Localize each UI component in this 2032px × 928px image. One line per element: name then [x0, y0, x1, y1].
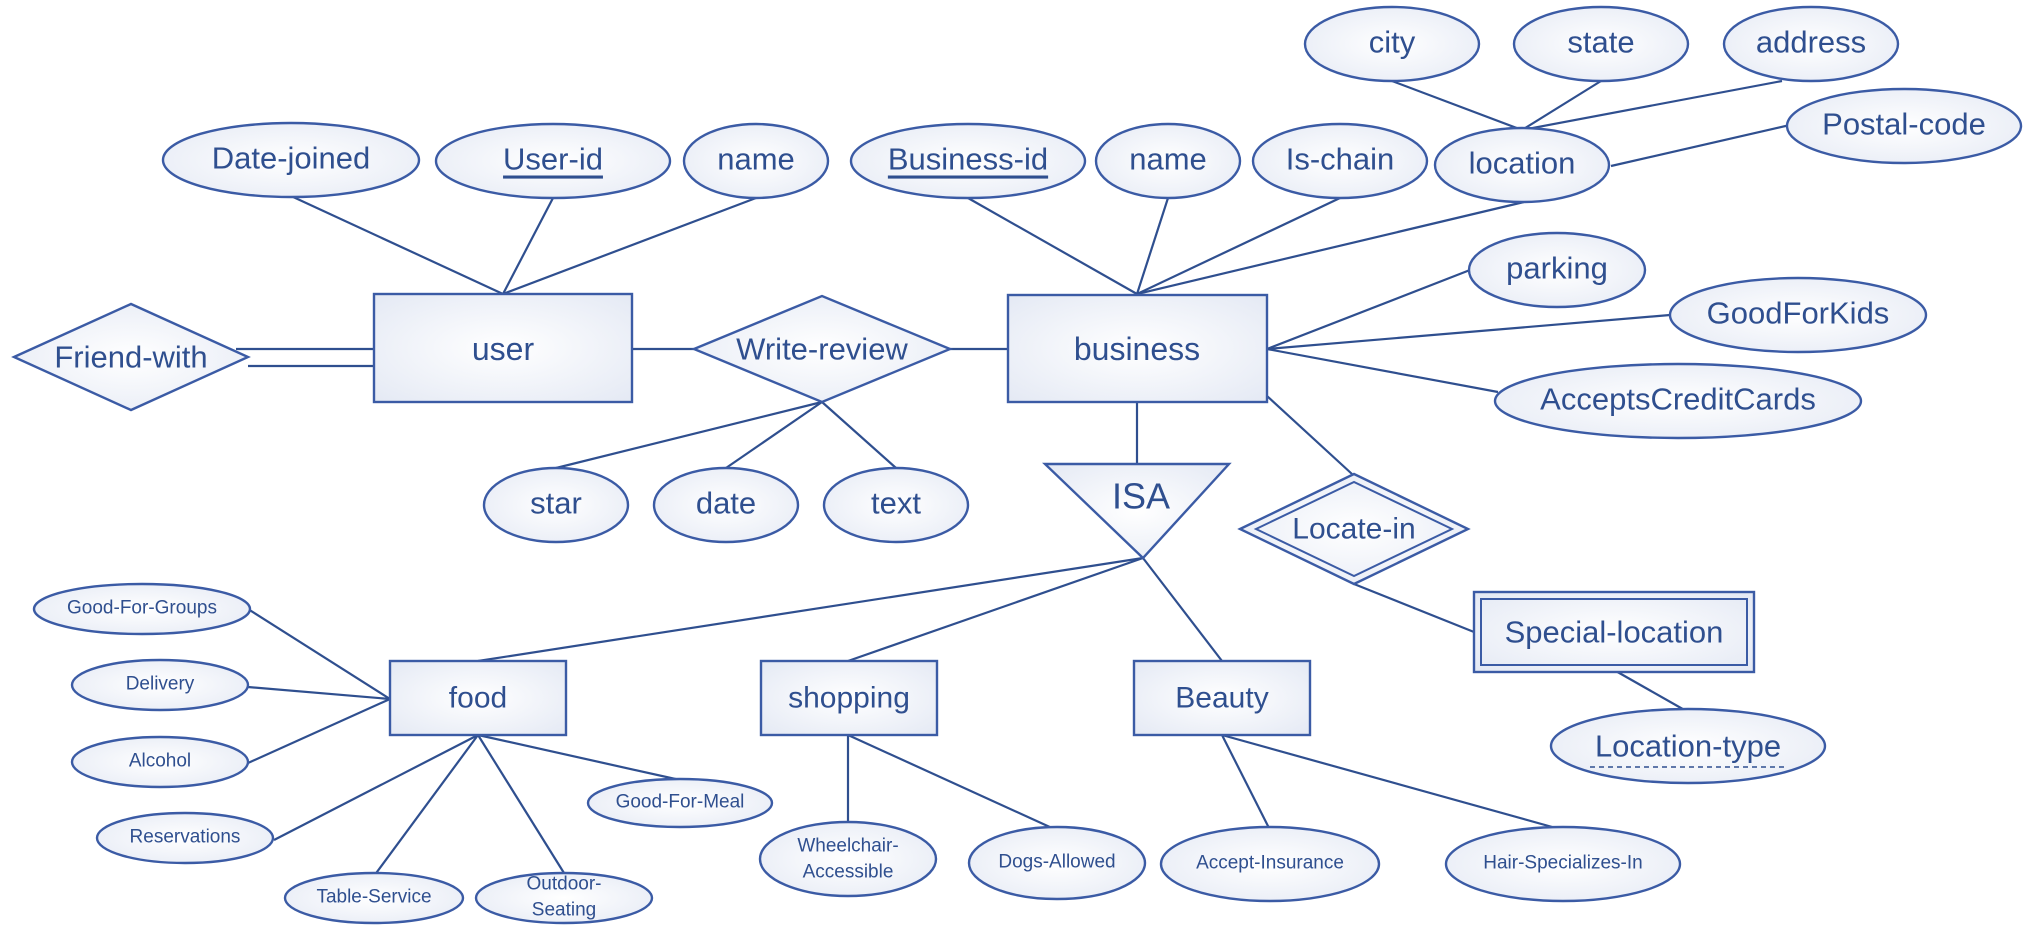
- svg-text:text: text: [871, 486, 921, 521]
- svg-text:Outdoor-: Outdoor-: [527, 874, 602, 895]
- svg-text:Business-id: Business-id: [888, 142, 1048, 177]
- svg-text:Date-joined: Date-joined: [212, 141, 371, 176]
- attribute-parking[interactable]: parking: [1467, 231, 1647, 309]
- svg-text:Good-For-Groups: Good-For-Groups: [67, 598, 217, 619]
- svg-text:date: date: [696, 486, 756, 521]
- entity-beauty[interactable]: Beauty: [1132, 659, 1312, 737]
- svg-text:Accept-Insurance: Accept-Insurance: [1196, 853, 1344, 874]
- relationship-locate-in-label: Locate-in: [1292, 513, 1415, 546]
- svg-text:Is-chain: Is-chain: [1286, 142, 1395, 177]
- svg-text:User-id: User-id: [503, 142, 603, 177]
- svg-text:Hair-Specializes-In: Hair-Specializes-In: [1483, 853, 1642, 874]
- attribute-delivery[interactable]: Delivery: [70, 658, 250, 712]
- entity-user-label: user: [472, 331, 535, 367]
- svg-text:Dogs-Allowed: Dogs-Allowed: [998, 852, 1115, 873]
- svg-text:city: city: [1369, 25, 1416, 60]
- attribute-user-name[interactable]: name: [682, 122, 830, 200]
- svg-text:name: name: [1129, 142, 1207, 177]
- isa-label: ISA: [1112, 476, 1170, 517]
- attribute-accept-insurance[interactable]: Accept-Insurance: [1159, 825, 1381, 903]
- attribute-dogs-allowed[interactable]: Dogs-Allowed: [967, 825, 1147, 901]
- attribute-hair-specializes-in[interactable]: Hair-Specializes-In: [1444, 825, 1682, 903]
- svg-text:address: address: [1756, 25, 1866, 60]
- svg-text:Alcohol: Alcohol: [129, 751, 191, 772]
- attribute-location-type-partial-key[interactable]: Location-type: [1549, 707, 1827, 785]
- isa-triangle[interactable]: ISA: [1042, 462, 1232, 560]
- entity-beauty-label: Beauty: [1175, 682, 1268, 715]
- relationship-friend-with[interactable]: Friend-with: [11, 302, 251, 412]
- attribute-star[interactable]: star: [482, 466, 630, 544]
- relationship-write-review-label: Write-review: [736, 332, 908, 367]
- entity-food[interactable]: food: [388, 659, 568, 737]
- svg-text:Location-type: Location-type: [1595, 729, 1781, 764]
- attribute-wheelchair-accessible[interactable]: Wheelchair- Accessible: [758, 820, 938, 898]
- attribute-is-chain[interactable]: Is-chain: [1251, 122, 1429, 200]
- attribute-table-service[interactable]: Table-Service: [283, 871, 465, 925]
- entity-user[interactable]: user: [372, 292, 634, 404]
- attribute-location[interactable]: location: [1433, 126, 1611, 204]
- svg-text:star: star: [530, 486, 582, 521]
- attribute-good-for-meal[interactable]: Good-For-Meal: [586, 777, 774, 829]
- attribute-outdoor-seating[interactable]: Outdoor- Seating: [474, 871, 654, 925]
- attribute-user-id-key[interactable]: User-id: [434, 122, 672, 200]
- attribute-address[interactable]: address: [1722, 5, 1900, 83]
- svg-text:name: name: [717, 142, 795, 177]
- attribute-reservations[interactable]: Reservations: [95, 811, 275, 865]
- attribute-business-id-key[interactable]: Business-id: [849, 122, 1087, 200]
- svg-text:Accessible: Accessible: [803, 862, 894, 883]
- entity-business-label: business: [1074, 331, 1200, 367]
- svg-text:Delivery: Delivery: [126, 674, 195, 695]
- svg-text:Wheelchair-: Wheelchair-: [797, 836, 898, 857]
- svg-text:Seating: Seating: [532, 900, 596, 921]
- entity-business[interactable]: business: [1006, 293, 1269, 404]
- entity-shopping[interactable]: shopping: [759, 659, 939, 737]
- weak-entity-special-location[interactable]: Special-location: [1472, 590, 1756, 674]
- weak-relationship-locate-in[interactable]: Locate-in: [1237, 472, 1471, 586]
- relationship-write-review[interactable]: Write-review: [690, 294, 954, 404]
- attribute-date[interactable]: date: [652, 466, 800, 544]
- svg-text:GoodForKids: GoodForKids: [1707, 296, 1890, 331]
- svg-text:Postal-code: Postal-code: [1822, 107, 1986, 142]
- svg-text:Reservations: Reservations: [130, 827, 241, 848]
- attribute-date-joined[interactable]: Date-joined: [161, 121, 421, 199]
- attribute-state[interactable]: state: [1512, 5, 1690, 83]
- svg-text:location: location: [1469, 146, 1576, 181]
- attribute-accepts-credit-cards[interactable]: AcceptsCreditCards: [1493, 362, 1863, 440]
- attribute-text[interactable]: text: [822, 466, 970, 544]
- attribute-good-for-groups[interactable]: Good-For-Groups: [32, 582, 252, 636]
- svg-text:Good-For-Meal: Good-For-Meal: [616, 792, 745, 813]
- entity-shopping-label: shopping: [788, 682, 910, 715]
- svg-text:state: state: [1567, 25, 1634, 60]
- attribute-business-name[interactable]: name: [1094, 122, 1242, 200]
- connector-lines: [236, 79, 1791, 877]
- attribute-alcohol[interactable]: Alcohol: [70, 735, 250, 789]
- svg-text:parking: parking: [1506, 251, 1608, 286]
- svg-text:AcceptsCreditCards: AcceptsCreditCards: [1540, 382, 1816, 417]
- attribute-city[interactable]: city: [1303, 5, 1481, 83]
- entity-food-label: food: [449, 682, 507, 715]
- attribute-good-for-kids[interactable]: GoodForKids: [1668, 276, 1928, 354]
- entity-special-location-label: Special-location: [1505, 615, 1724, 650]
- relationship-friend-with-label: Friend-with: [54, 340, 207, 375]
- attribute-postal-code[interactable]: Postal-code: [1785, 87, 2023, 165]
- svg-text:Table-Service: Table-Service: [316, 887, 431, 908]
